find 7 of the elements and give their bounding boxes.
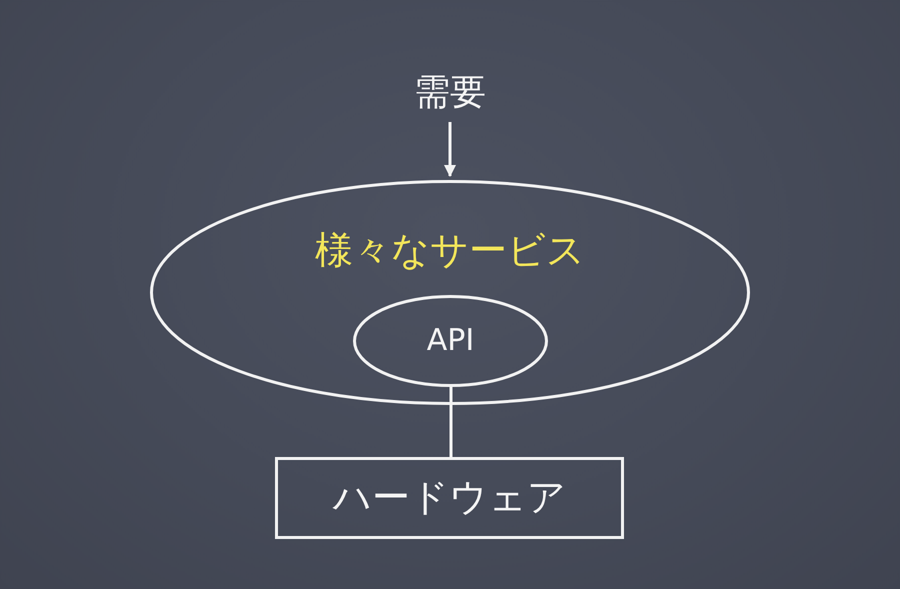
text-label: 需要 bbox=[395, 68, 505, 118]
small-oval: API bbox=[353, 295, 548, 387]
oval-label: 様々なサービス bbox=[314, 227, 586, 274]
connector-line bbox=[450, 386, 452, 458]
large-oval bbox=[150, 180, 750, 405]
arrow bbox=[444, 122, 456, 177]
label-box: ハードウェア bbox=[275, 457, 624, 539]
